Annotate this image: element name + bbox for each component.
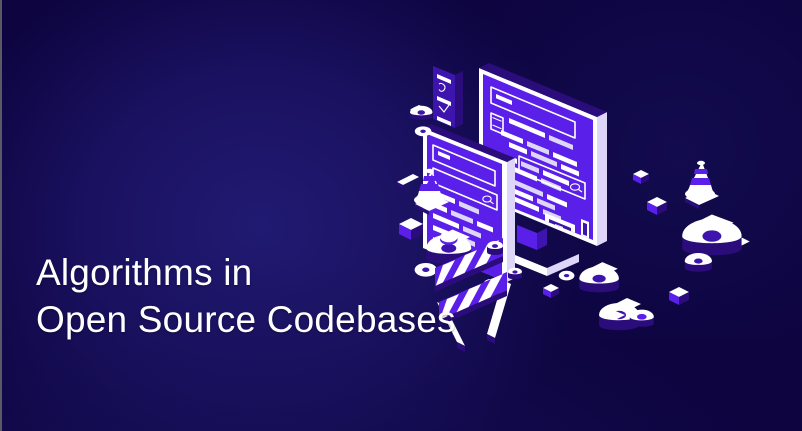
card-icon-lower bbox=[438, 104, 450, 113]
page-title: Algorithms in Open Source Codebases bbox=[36, 249, 456, 343]
cube-small-top-right bbox=[633, 170, 649, 184]
gear-small-left bbox=[410, 105, 433, 137]
search-icon bbox=[482, 195, 494, 205]
search-icon bbox=[569, 183, 583, 193]
cube-small-monitor-right bbox=[647, 197, 667, 215]
cube-small-right bbox=[669, 287, 689, 305]
gear-bottom-left bbox=[414, 229, 472, 277]
cube-small-mid bbox=[543, 284, 559, 298]
gear-large-right bbox=[682, 214, 750, 272]
monitor-search-bar bbox=[490, 86, 576, 139]
tool-accent-left bbox=[397, 174, 419, 189]
traffic-cone-right bbox=[685, 160, 719, 209]
gear-cluster-bottom bbox=[483, 262, 654, 331]
cube-small-left bbox=[399, 218, 423, 240]
card-icon-upper bbox=[438, 82, 446, 92]
page-title-line-2: Open Source Codebases bbox=[36, 299, 456, 340]
monitor-search-field bbox=[518, 155, 586, 200]
bolt-accent-tablet bbox=[487, 241, 503, 255]
page-title-line-1: Algorithms in bbox=[36, 252, 253, 293]
bolt-accent-bottom bbox=[508, 267, 522, 280]
traffic-cone-left bbox=[414, 168, 449, 215]
illustration-isometric-code-search: .pf { fill:#5a1fe8; } .pd { fill:#3d14ad… bbox=[397, 50, 797, 390]
battery-indicator bbox=[581, 219, 589, 239]
icon-card-stack bbox=[433, 66, 463, 128]
tablet-search-bar bbox=[432, 144, 496, 187]
